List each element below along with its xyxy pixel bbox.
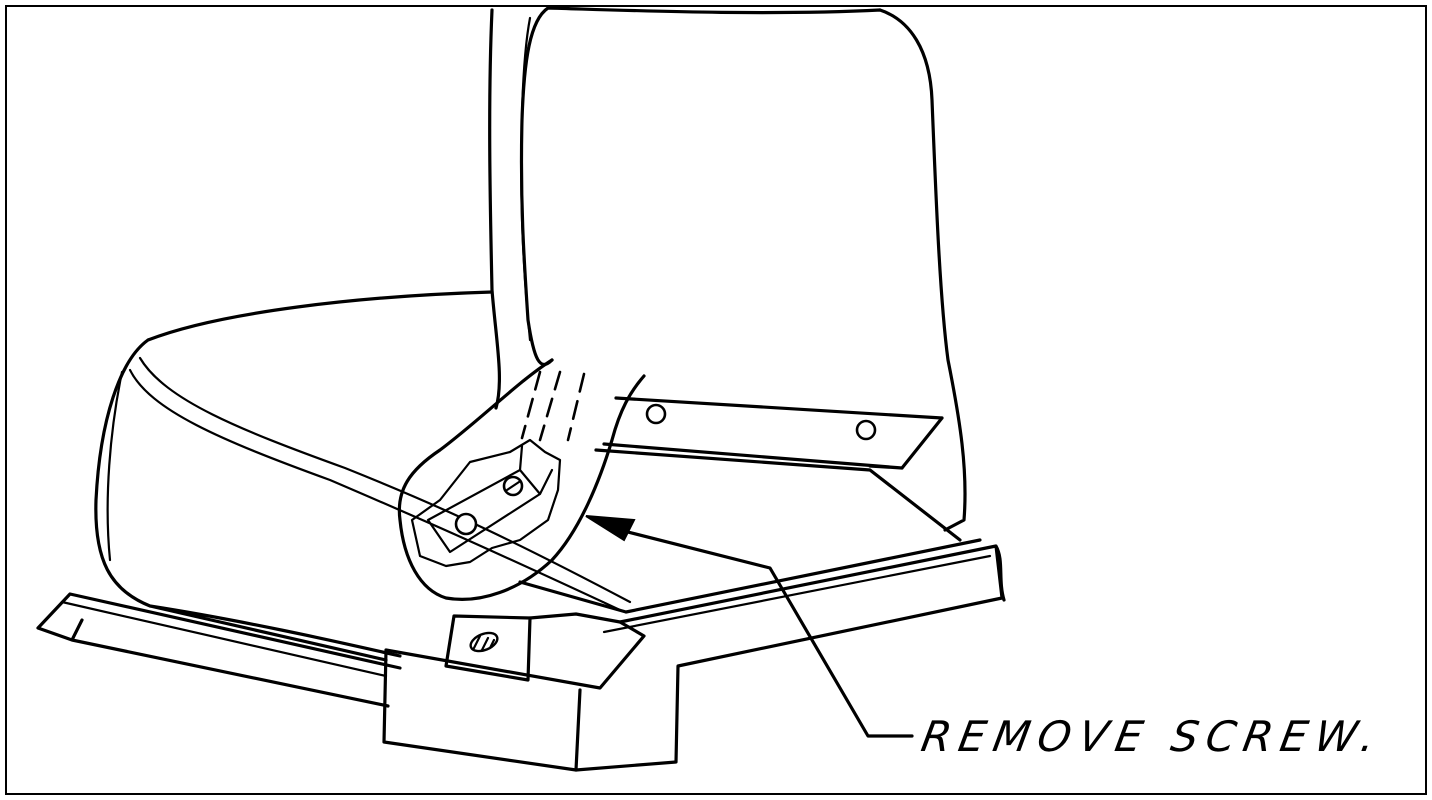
figure-border	[5, 5, 1427, 795]
seat-pan	[518, 448, 982, 614]
hinge-cutaway	[410, 438, 562, 568]
base-rail-left-lower	[60, 600, 388, 678]
front-rail	[574, 544, 1006, 772]
hinge-plate	[426, 444, 554, 554]
seat-cushion	[94, 290, 494, 662]
seat-cushion-side	[106, 370, 124, 562]
seat-back	[488, 6, 967, 532]
bracket-tab	[444, 614, 532, 682]
callout-leader	[610, 526, 914, 738]
crossbar-hole-right	[855, 419, 877, 441]
callout-arrowhead	[585, 515, 636, 542]
base-rail-left	[36, 592, 402, 708]
hidden-lines	[520, 370, 586, 442]
rear-crossbar	[602, 396, 944, 470]
callout-label: REMOVE SCREW.	[917, 712, 1388, 761]
seat-cushion-piping	[128, 356, 632, 612]
hinge-screw-slot	[505, 480, 521, 492]
front-rail-top	[602, 554, 992, 634]
bracket-block	[382, 612, 646, 772]
hinge-hole	[454, 512, 478, 536]
seat-back-inner	[520, 16, 532, 342]
bracket-screw	[469, 631, 499, 653]
crossbar-hole-left	[645, 403, 667, 425]
